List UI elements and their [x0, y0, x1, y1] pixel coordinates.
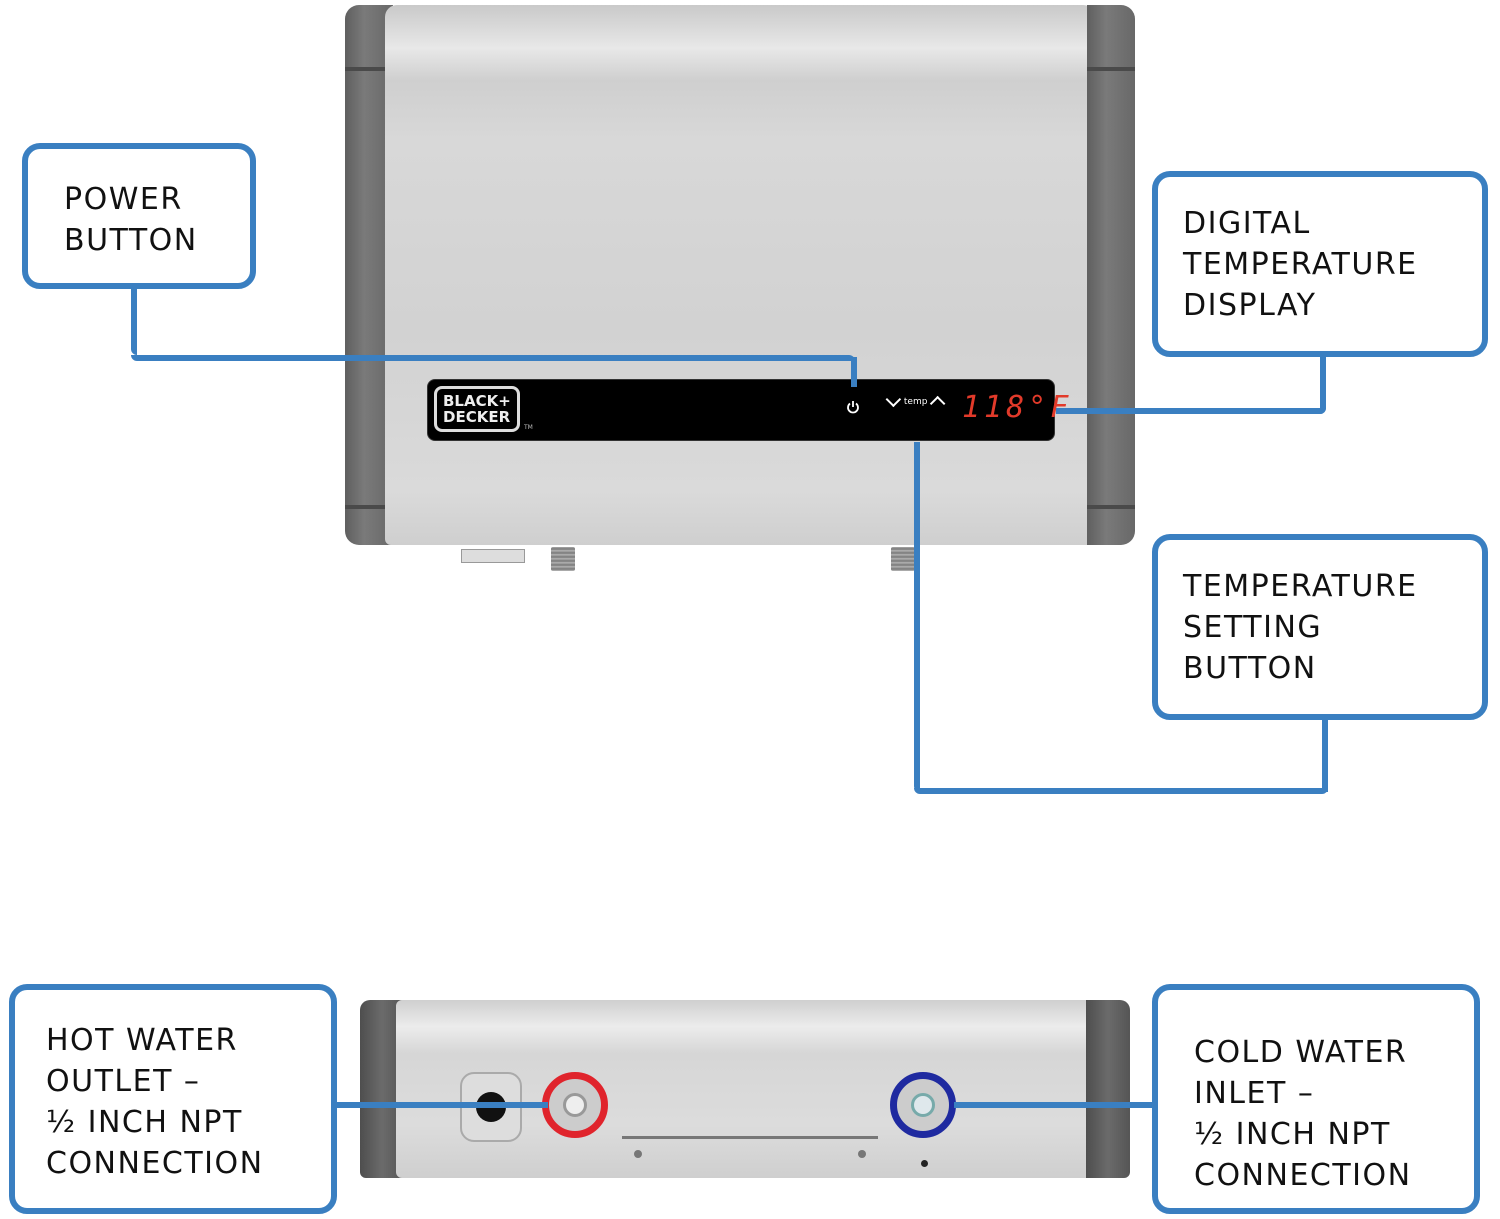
callout-power-button: POWER BUTTON	[22, 143, 256, 289]
power-leader-horizontal	[131, 355, 855, 361]
cable-clamp	[461, 549, 525, 563]
power-icon[interactable]	[846, 400, 860, 414]
control-panel: BLACK+ DECKER TM temp 118°F	[427, 379, 1068, 441]
water-heater-front-view: BLACK+ DECKER TM temp 118°F	[345, 5, 1135, 571]
outlet-center	[563, 1093, 587, 1117]
temp-label: temp	[903, 397, 928, 407]
display-leader-vertical	[1320, 352, 1326, 414]
hot-outlet-leader	[336, 1102, 548, 1108]
callout-cold-inlet: COLD WATER INLET – ½ INCH NPT CONNECTION	[1152, 984, 1480, 1214]
callout-label: TEMPERATURE SETTING BUTTON	[1183, 569, 1418, 686]
temp-setting-leader-vertical	[914, 442, 920, 792]
power-leader-drop	[851, 357, 857, 387]
callout-temp-setting: TEMPERATURE SETTING BUTTON	[1152, 534, 1488, 720]
callout-digital-display: DIGITAL TEMPERATURE DISPLAY	[1152, 171, 1488, 357]
callout-label: COLD WATER INLET – ½ INCH NPT CONNECTION	[1194, 1035, 1412, 1193]
right-end-cap	[1087, 5, 1135, 545]
cold-water-inlet-port	[890, 1072, 956, 1138]
power-leader-vertical	[131, 285, 137, 355]
display-leader-horizontal	[1056, 408, 1326, 414]
right-end-cap	[1086, 1000, 1130, 1178]
cover-seam	[622, 1136, 878, 1139]
chevron-down-icon[interactable]	[885, 391, 902, 408]
heater-body	[385, 5, 1095, 545]
temp-setting-control[interactable]: temp	[885, 391, 946, 412]
callout-label: DIGITAL TEMPERATURE DISPLAY	[1183, 206, 1418, 323]
inlet-center	[911, 1093, 935, 1117]
callout-label: HOT WATER OUTLET – ½ INCH NPT CONNECTION	[46, 1023, 264, 1181]
brand-logo: BLACK+ DECKER	[434, 386, 520, 432]
chevron-up-icon[interactable]	[930, 395, 946, 412]
screw	[858, 1150, 866, 1158]
water-heater-bottom-view	[360, 1000, 1130, 1180]
temp-setting-leader-horizontal	[914, 788, 1328, 794]
temp-setting-leader-up	[1322, 716, 1328, 792]
trademark: TM	[524, 424, 533, 431]
hot-water-outlet-port	[542, 1072, 608, 1138]
callout-label: POWER BUTTON	[64, 182, 198, 258]
cold-inlet-leader	[954, 1102, 1156, 1108]
hot-fitting	[551, 547, 575, 571]
screw	[634, 1150, 642, 1158]
cold-fitting	[891, 547, 915, 571]
temperature-readout: 118°F	[962, 390, 1073, 425]
drain-hole	[921, 1160, 928, 1167]
callout-hot-outlet: HOT WATER OUTLET – ½ INCH NPT CONNECTION	[9, 984, 337, 1214]
